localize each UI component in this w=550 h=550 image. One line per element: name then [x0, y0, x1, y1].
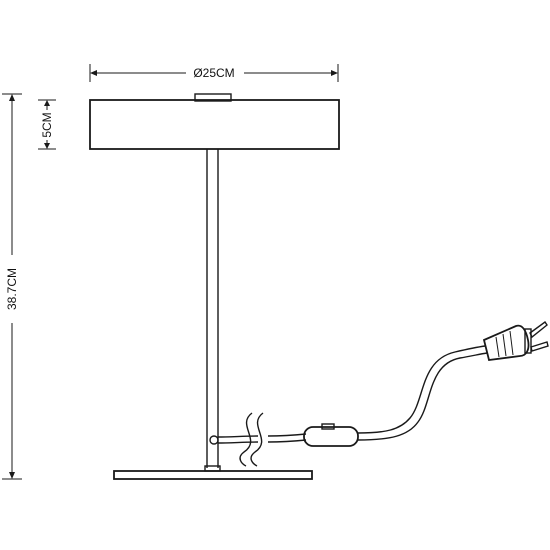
power-cable	[209, 345, 488, 467]
total-height-arrow-top	[9, 94, 15, 101]
cable-to-switch-top	[267, 433, 307, 437]
cable-to-switch-bottom	[267, 439, 307, 443]
plug-collar	[524, 328, 532, 354]
shade-height-label: 5CM	[40, 112, 54, 137]
plug-prong-bottom	[530, 341, 549, 352]
plug-body	[482, 324, 530, 361]
shade-top-cap	[194, 93, 232, 102]
lamp-stem	[204, 149, 221, 472]
cable-exit-bottom	[217, 441, 259, 444]
shade-body	[89, 99, 340, 150]
plug-grip-line-1	[495, 336, 500, 358]
inline-switch-button	[321, 423, 335, 430]
diameter-arrow-right	[331, 70, 338, 76]
cable-exit-top	[217, 435, 259, 438]
cable-to-plug-bottom	[357, 352, 488, 441]
total-height-dimension: 38.7CM	[2, 93, 22, 480]
total-height-label: 38.7CM	[5, 268, 19, 310]
shade-height-arrow-top	[44, 100, 50, 106]
shade-height-dimension: 5CM	[38, 99, 56, 150]
inline-switch-body	[303, 426, 359, 447]
plug-grip-line-3	[509, 330, 514, 356]
cable-to-plug-top	[357, 345, 486, 434]
total-height-arrow-bottom	[9, 472, 15, 479]
diameter-dimension: Ø25CM	[89, 64, 339, 82]
cable-grommet	[209, 435, 219, 445]
lamp-base	[113, 470, 313, 480]
cable-break-mark-right	[250, 412, 264, 467]
plug-grip-line-2	[502, 333, 507, 357]
shade-height-arrow-bottom	[44, 143, 50, 149]
plug-prong-top	[529, 321, 548, 339]
diameter-arrow-left	[90, 70, 97, 76]
diameter-label: Ø25CM	[193, 66, 234, 80]
power-plug	[482, 321, 549, 361]
cable-break-mark-left	[239, 412, 253, 467]
lamp-shade	[89, 93, 340, 150]
base-plate	[113, 470, 313, 480]
